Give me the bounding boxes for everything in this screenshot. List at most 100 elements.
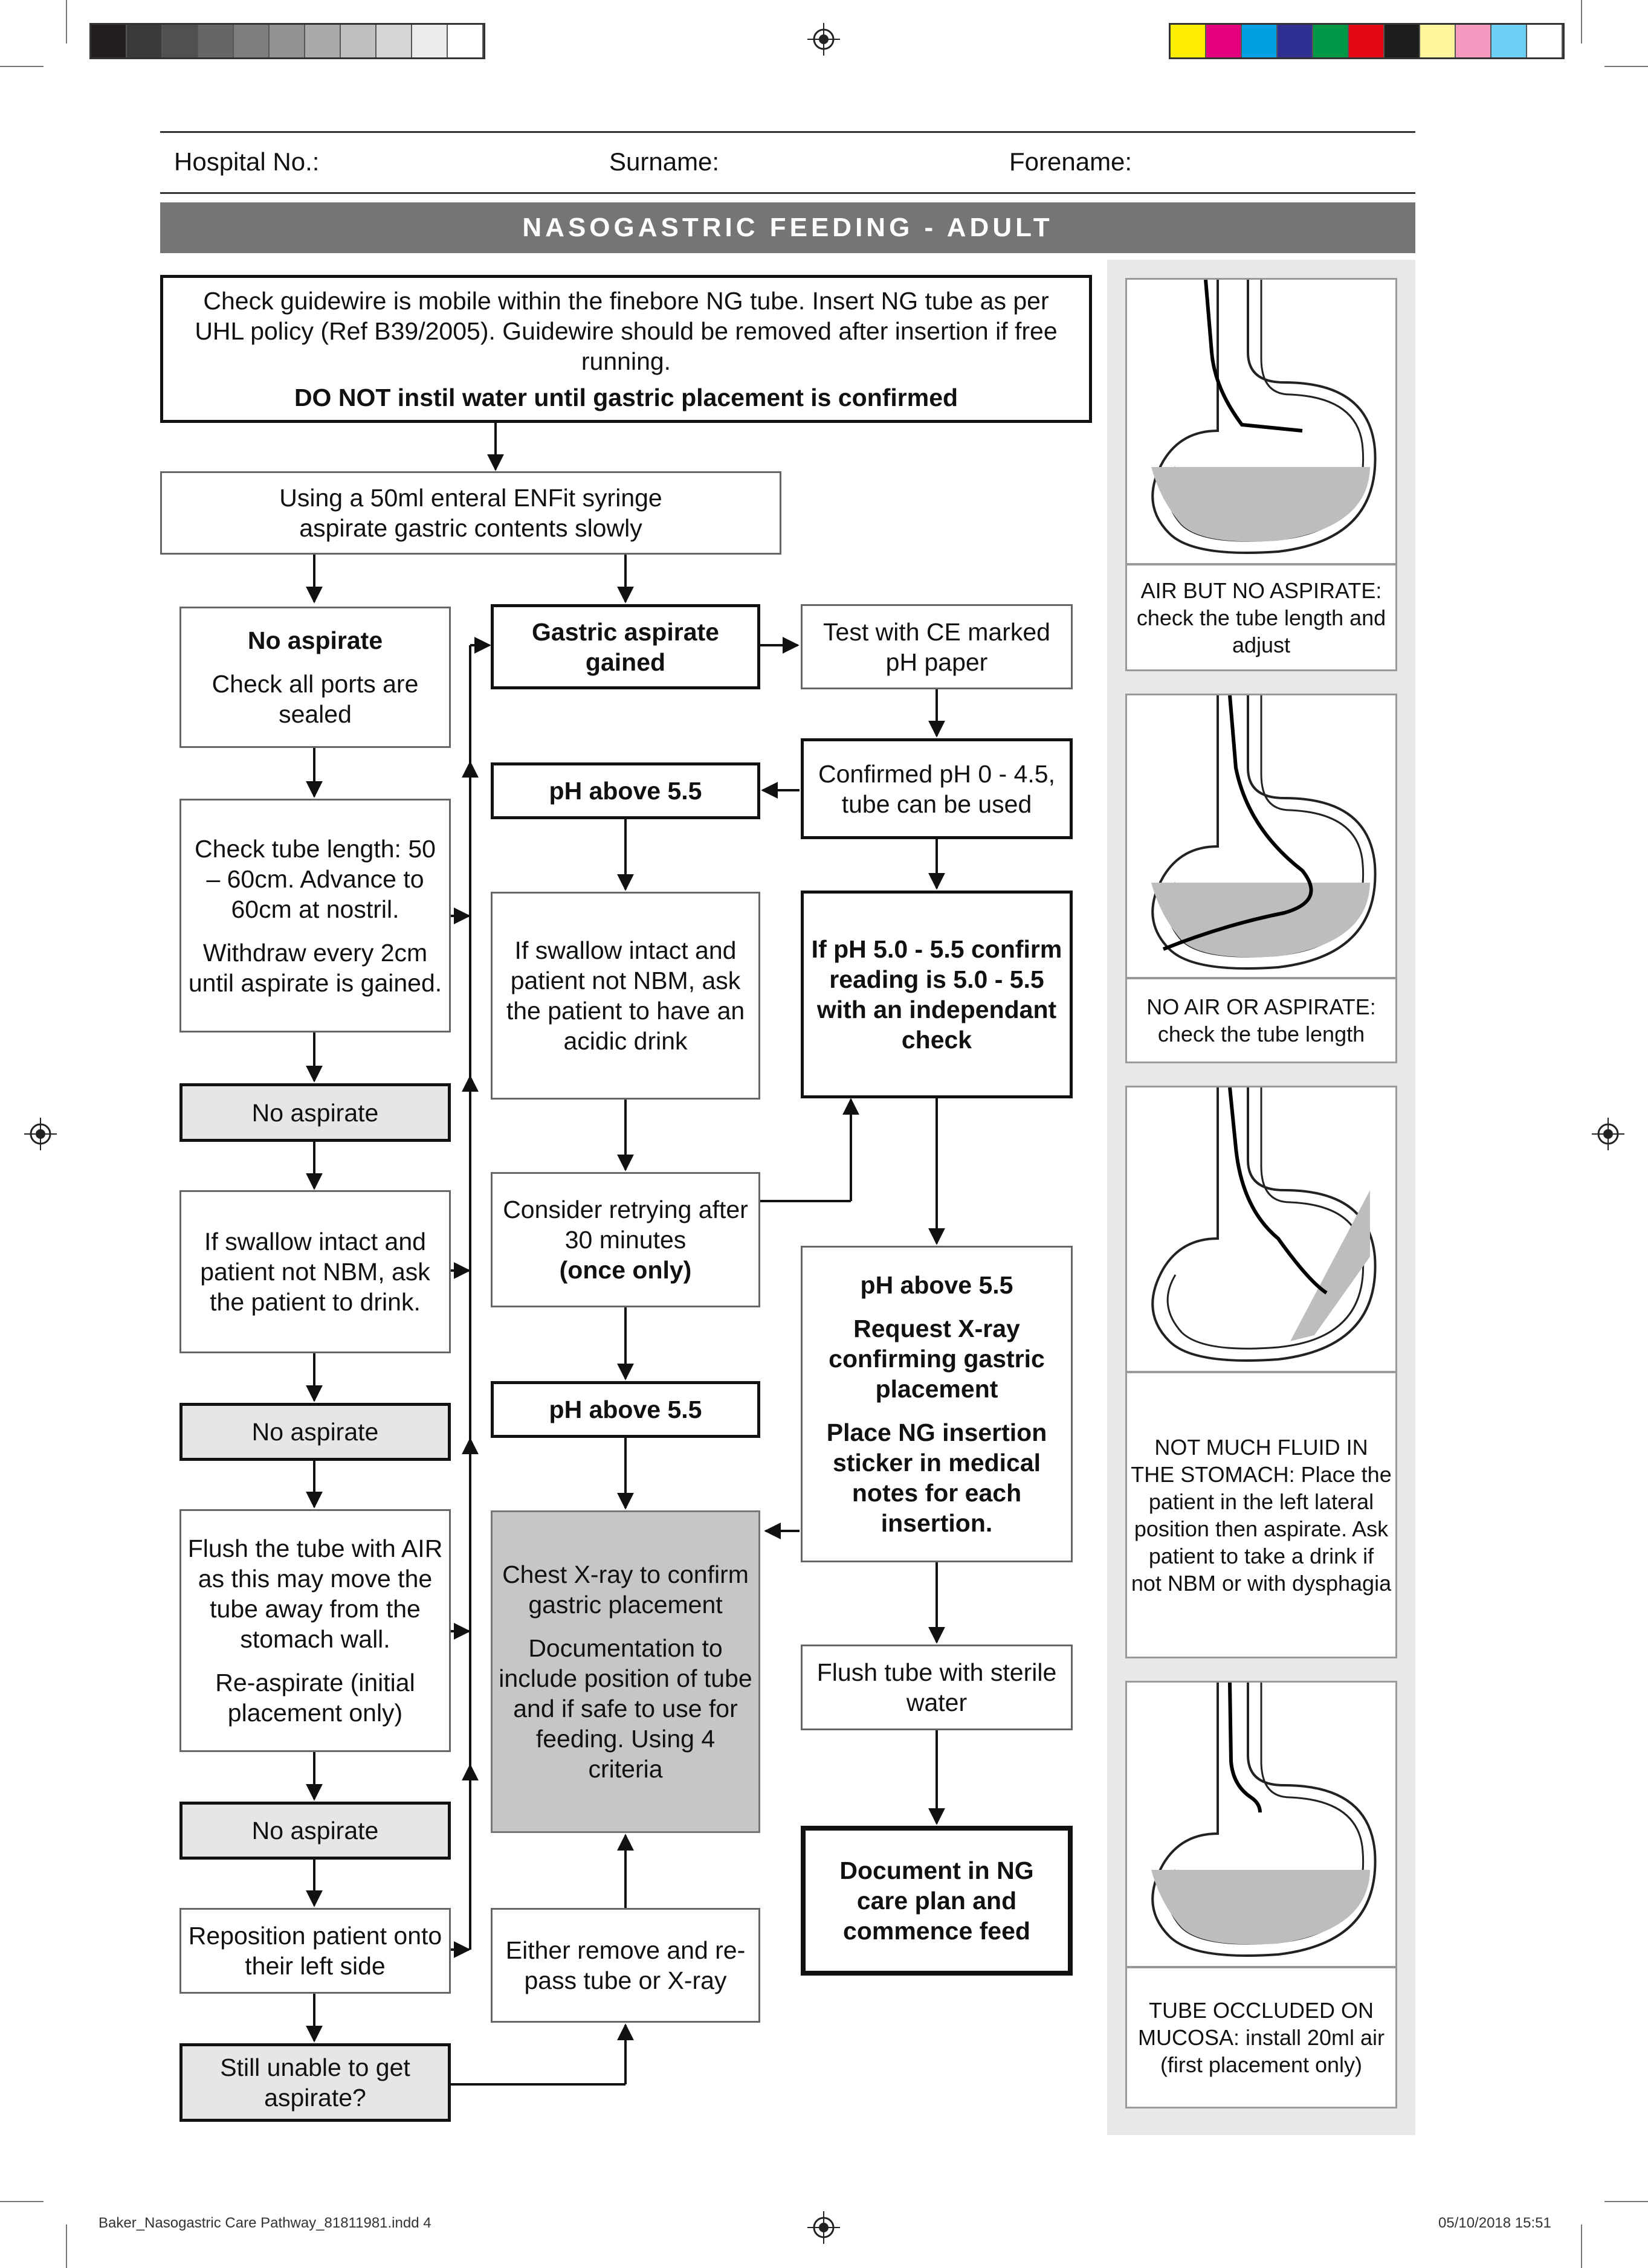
- swallow-drink-box: If swallow intact and patient not NBM, a…: [179, 1190, 451, 1353]
- acidic-drink-box: If swallow intact and patient not NBM, a…: [491, 892, 760, 1100]
- reposition-text: Reposition patient onto their left side: [188, 1922, 442, 1980]
- forename-field[interactable]: Forename:: [1009, 147, 1133, 176]
- calibration-swatch: [1349, 25, 1385, 57]
- calibration-swatch: [198, 25, 234, 57]
- calibration-swatch: [1242, 25, 1278, 57]
- flush-air-box: Flush the tube with AIR as this may move…: [179, 1509, 451, 1752]
- ph-range-check-box: If pH 5.0 - 5.5 confirm reading is 5.0 -…: [801, 891, 1073, 1098]
- xray-ph-title: pH above 5.5: [860, 1271, 1013, 1299]
- retry-box: Consider retrying after 30 minutes (once…: [491, 1172, 760, 1307]
- calibration-swatch: [270, 25, 305, 57]
- ph-above-label: pH above 5.5: [549, 1396, 702, 1423]
- illustration-caption: TUBE OCCLUDED ON MUCOSA: install 20ml ai…: [1125, 1967, 1397, 2109]
- stomach-little-fluid-icon: [1125, 1086, 1397, 1373]
- stomach-tube-deep-icon: [1125, 694, 1397, 979]
- no-aspirate-label: No aspirate: [251, 1418, 379, 1446]
- calibration-swatch: [305, 25, 341, 57]
- ph-above-box: pH above 5.5: [491, 762, 760, 819]
- retry-once-text: (once only): [559, 1256, 692, 1284]
- no-aspirate-check-ports-box: No aspirate Check all ports are sealed: [179, 607, 451, 748]
- registration-mark-icon: [807, 2211, 840, 2244]
- flush-water-text: Flush tube with sterile water: [816, 1658, 1057, 1716]
- xray-request-text: Request X-ray confirming gastric placeme…: [829, 1315, 1045, 1403]
- remove-repass-text: Either remove and re-pass tube or X-ray: [505, 1936, 746, 1994]
- header-bottom-rule: [160, 192, 1415, 194]
- chest-xray-text: Chest X-ray to confirm gastric placement: [502, 1561, 749, 1619]
- document-commence-box: Document in NG care plan and commence fe…: [801, 1826, 1073, 1976]
- calibration-swatch: [1278, 25, 1313, 57]
- sticker-text: Place NG insertion sticker in medical no…: [826, 1419, 1047, 1537]
- color-calibration-bar: [1169, 23, 1565, 59]
- no-aspirate-box: No aspirate: [179, 1083, 451, 1142]
- reposition-patient-box: Reposition patient onto their left side: [179, 1908, 451, 1994]
- acidic-drink-text: If swallow intact and patient not NBM, a…: [506, 936, 745, 1055]
- ph-above-label: pH above 5.5: [549, 777, 702, 805]
- grayscale-calibration-bar: [89, 23, 485, 59]
- registration-mark-icon: [1592, 1118, 1624, 1150]
- calibration-swatch: [163, 25, 198, 57]
- swallow-drink-text: If swallow intact and patient not NBM, a…: [200, 1228, 430, 1316]
- calibration-swatch: [412, 25, 448, 57]
- calibration-swatch: [376, 25, 412, 57]
- calibration-swatch: [341, 25, 376, 57]
- test-ph-box: Test with CE marked pH paper: [801, 604, 1073, 689]
- calibration-swatch: [91, 25, 127, 57]
- guidewire-instruction-text: Check guidewire is mobile within the fin…: [195, 286, 1058, 375]
- hospital-no-field[interactable]: Hospital No.:: [174, 147, 320, 176]
- gastric-aspirate-gained-box: Gastric aspirate gained: [491, 604, 760, 689]
- calibration-swatch: [1456, 25, 1491, 57]
- check-ports-text: Check all ports are sealed: [212, 670, 419, 728]
- withdraw-text: Withdraw every 2cm until aspirate is gai…: [188, 938, 442, 997]
- calibration-swatch: [1527, 25, 1563, 57]
- no-aspirate-label: No aspirate: [251, 1817, 379, 1844]
- footer-date: 05/10/2018 15:51: [1438, 2215, 1551, 2231]
- test-ph-text: Test with CE marked pH paper: [823, 617, 1050, 676]
- registration-mark-icon: [807, 23, 840, 56]
- no-aspirate-box: No aspirate: [179, 1802, 451, 1860]
- document-commence-text: Document in NG care plan and commence fe…: [839, 1857, 1034, 1945]
- retry-text: Consider retrying after 30 minutes: [503, 1196, 748, 1254]
- aspirate-instruction-box: Using a 50ml enteral ENFit syringe aspir…: [160, 471, 781, 555]
- ph-range-check-text: If pH 5.0 - 5.5 confirm reading is 5.0 -…: [811, 935, 1062, 1054]
- check-tube-length-text: Check tube length: 50 – 60cm. Advance to…: [195, 834, 436, 923]
- flush-water-box: Flush tube with sterile water: [801, 1645, 1073, 1730]
- xray-request-box: pH above 5.5 Request X-ray confirming ga…: [801, 1246, 1073, 1562]
- illustration-caption: NO AIR OR ASPIRATE: check the tube lengt…: [1125, 978, 1397, 1063]
- surname-field[interactable]: Surname:: [609, 147, 720, 176]
- no-aspirate-label: No aspirate: [251, 1098, 379, 1127]
- calibration-swatch: [1171, 25, 1206, 57]
- chest-xray-box: Chest X-ray to confirm gastric placement…: [491, 1510, 760, 1833]
- calibration-swatch: [1385, 25, 1420, 57]
- no-aspirate-box: No aspirate: [179, 1403, 451, 1461]
- confirmed-ph-text: Confirmed pH 0 - 4.5, tube can be used: [818, 759, 1055, 818]
- confirmed-ph-box: Confirmed pH 0 - 4.5, tube can be used: [801, 738, 1073, 839]
- water-warning-text: DO NOT instil water until gastric placem…: [294, 383, 958, 411]
- guidewire-instruction-box: Check guidewire is mobile within the fin…: [160, 275, 1092, 423]
- footer-file-name: Baker_Nasogastric Care Pathway_81811981.…: [99, 2215, 431, 2231]
- illustration-caption: AIR BUT NO ASPIRATE: check the tube leng…: [1125, 564, 1397, 671]
- remove-repass-box: Either remove and re-pass tube or X-ray: [491, 1908, 760, 2023]
- documentation-text: Documentation to include position of tub…: [499, 1634, 752, 1783]
- aspirate-instruction-text: Using a 50ml enteral ENFit syringe aspir…: [279, 484, 662, 542]
- flush-air-text: Flush the tube with AIR as this may move…: [187, 1535, 443, 1653]
- stomach-tube-occluded-icon: [1125, 1681, 1397, 1968]
- illustration-caption: NOT MUCH FLUID IN THE STOMACH: Place the…: [1125, 1371, 1397, 1658]
- calibration-swatch: [1491, 25, 1527, 57]
- header-top-rule: [160, 131, 1415, 133]
- re-aspirate-text: Re-aspirate (initial placement only): [215, 1669, 415, 1727]
- gastric-aspirate-gained-text: Gastric aspirate gained: [532, 617, 719, 676]
- ph-above-box: pH above 5.5: [491, 1381, 760, 1438]
- calibration-swatch: [127, 25, 163, 57]
- still-unable-box: Still unable to get aspirate?: [179, 2043, 451, 2122]
- calibration-swatch: [1206, 25, 1242, 57]
- still-unable-text: Still unable to get aspirate?: [220, 2054, 410, 2112]
- calibration-swatch: [234, 25, 270, 57]
- calibration-swatch: [1313, 25, 1349, 57]
- page-title: NASOGASTRIC FEEDING - ADULT: [160, 202, 1415, 253]
- check-tube-length-box: Check tube length: 50 – 60cm. Advance to…: [179, 799, 451, 1033]
- calibration-swatch: [448, 25, 483, 57]
- no-aspirate-title: No aspirate: [247, 627, 383, 654]
- stomach-tube-high-icon: [1125, 278, 1397, 565]
